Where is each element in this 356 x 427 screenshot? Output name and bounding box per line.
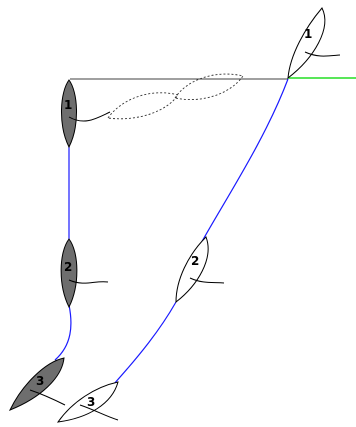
dark-boat-3-label: 3 xyxy=(36,374,44,388)
light-boat-1-label: 1 xyxy=(304,27,312,41)
dark-boat-track xyxy=(54,145,72,361)
dark-boat-2: 2 xyxy=(60,238,109,309)
dark-boat-1-label: 1 xyxy=(64,98,72,112)
light-boat-track xyxy=(112,78,289,386)
ghost-boat-tacking xyxy=(107,73,244,120)
light-boat-2: 2 xyxy=(175,236,225,304)
light-boat-3-label: 3 xyxy=(87,395,95,409)
light-boat-3: 3 xyxy=(56,381,119,423)
light-boat-1: 1 xyxy=(287,7,341,80)
dark-boat-1: 1 xyxy=(61,79,111,149)
light-boat-2-label: 2 xyxy=(191,254,199,268)
dark-boat-3: 3 xyxy=(8,357,66,411)
dark-boat-2-label: 2 xyxy=(64,260,72,274)
